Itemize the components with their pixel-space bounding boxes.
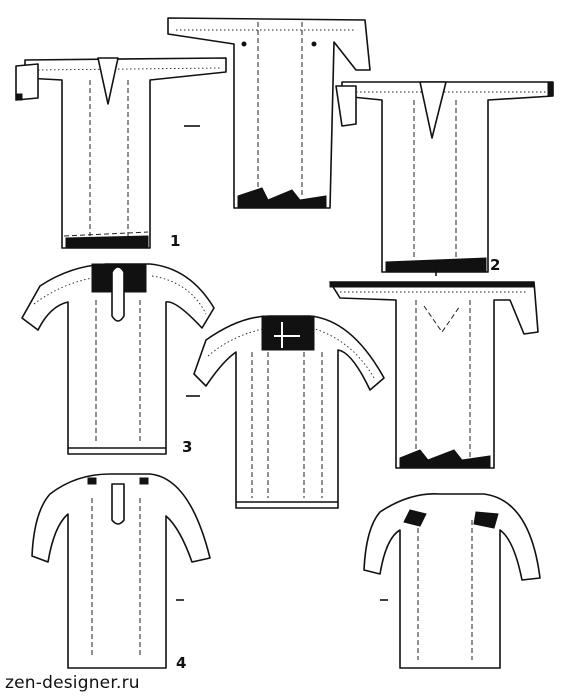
shirt-center-drawing <box>186 315 385 509</box>
shirt-4-drawing <box>31 473 211 669</box>
shirt-3-drawing <box>21 263 215 455</box>
figure-number-4: 4 <box>176 654 186 672</box>
shirt-2-drawing <box>335 81 554 276</box>
watermark-text: zen-designer.ru <box>5 673 140 693</box>
figure-number-3: 3 <box>182 438 192 456</box>
shirt-bottom-right-drawing <box>363 493 541 669</box>
shirt-1-drawing <box>15 57 227 249</box>
figure-number-1: 1 <box>170 232 180 250</box>
shirt-right-v-drawing <box>329 281 539 469</box>
figure-number-2: 2 <box>490 256 500 274</box>
shirt-top-center-drawing <box>167 17 371 209</box>
